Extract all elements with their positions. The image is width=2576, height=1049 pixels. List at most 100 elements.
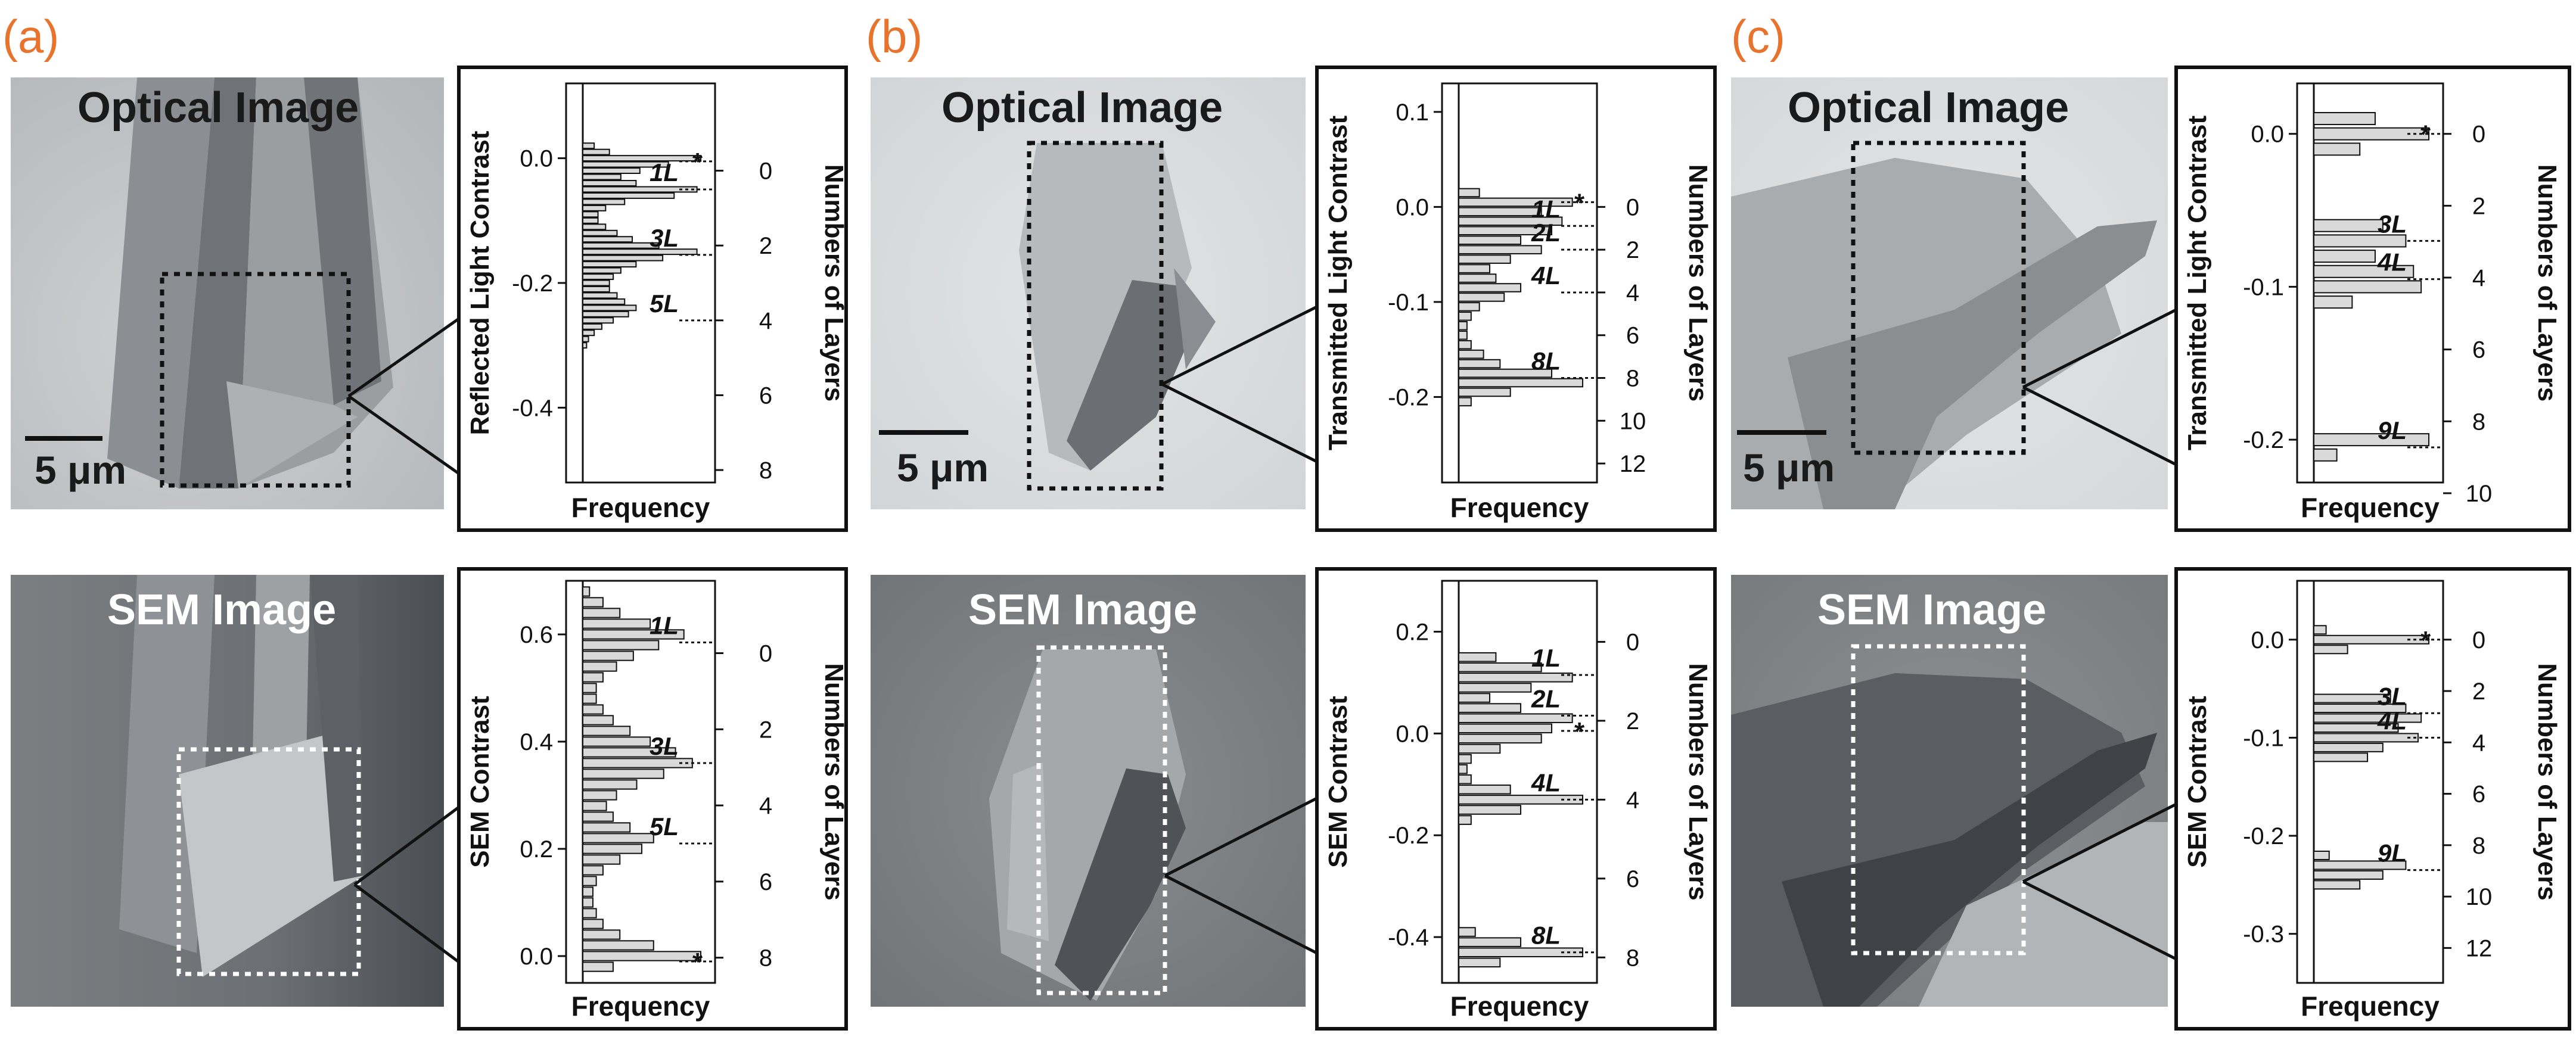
histogram-bar xyxy=(1458,359,1501,369)
histogram-bar xyxy=(582,254,664,262)
y-tick-label: -0.2 xyxy=(1388,823,1429,849)
histogram-bar xyxy=(582,790,617,801)
peak-label: 2L xyxy=(1531,684,1561,712)
histogram-bar xyxy=(582,865,604,876)
peak-label: 2L xyxy=(1531,219,1561,247)
histogram-bar xyxy=(582,822,631,833)
histogram-bar xyxy=(1458,764,1468,774)
y-axis-title: SEM Contrast xyxy=(1323,696,1353,868)
right-axis-title: Numbers of Layers xyxy=(819,663,849,901)
histogram-bar xyxy=(2313,723,2399,733)
histogram-bar xyxy=(1458,733,1542,744)
peak-label: 9L xyxy=(2378,839,2407,867)
x-axis-title: Frequency xyxy=(571,492,710,523)
y-axis-title: SEM Contrast xyxy=(2183,696,2212,868)
right-tick-label: 6 xyxy=(2472,337,2485,363)
histogram-bar xyxy=(1458,774,1472,785)
right-tick-label: 2 xyxy=(759,717,772,743)
y-tick-label: -0.1 xyxy=(2243,725,2284,751)
right-tick-label: 6 xyxy=(759,382,772,409)
histogram-bar xyxy=(582,951,701,961)
histogram-bar xyxy=(582,261,637,268)
right-axis-title: Numbers of Layers xyxy=(2533,663,2562,901)
plot-area xyxy=(2296,82,2444,484)
histogram-bar xyxy=(582,586,591,597)
histogram-bar xyxy=(1458,947,1583,957)
histogram-bar xyxy=(582,693,597,704)
histogram-bar xyxy=(2313,850,2330,860)
right-tick-label: 8 xyxy=(1626,945,1639,971)
histogram-bar xyxy=(2313,280,2422,294)
connector-line xyxy=(1164,874,1318,955)
y-tick-label: -0.3 xyxy=(2243,922,2284,948)
peak-label: 3L xyxy=(650,732,679,760)
histogram-bar xyxy=(582,768,664,779)
sem-caption-b: SEM Image xyxy=(968,586,1197,634)
y-tick-label: -0.4 xyxy=(1388,925,1429,951)
histogram-bar xyxy=(2313,127,2429,141)
histogram-bar xyxy=(1458,673,1573,683)
histogram-bar xyxy=(582,192,675,199)
peak-label: 1L xyxy=(1531,644,1561,672)
right-axis-title: Numbers of Layers xyxy=(1683,164,1713,402)
histogram-bar xyxy=(582,811,614,822)
histogram-bar xyxy=(2313,742,2384,752)
right-tick-label: 6 xyxy=(1626,866,1639,892)
peak-label: 1L xyxy=(650,158,679,186)
optical-image-b: 5 μm Optical Image xyxy=(871,77,1306,509)
right-tick-label: 0 xyxy=(1626,194,1639,220)
histogram-bar xyxy=(1458,387,1511,397)
histogram-bar xyxy=(582,801,607,811)
right-tick-label: 8 xyxy=(759,457,772,484)
histogram-bar xyxy=(582,186,698,193)
peak-label: 5L xyxy=(650,813,679,841)
histogram-bar xyxy=(582,236,633,243)
histogram-bar xyxy=(2313,625,2327,635)
optical-image-a: 5 μm Optical Image xyxy=(11,77,444,509)
histogram-bar xyxy=(582,273,614,280)
histogram-bar xyxy=(582,317,614,324)
histogram-bar xyxy=(582,661,617,672)
peak-marker: * xyxy=(1574,188,1585,217)
peak-label: 4L xyxy=(2377,248,2407,276)
panel-label-c: (c) xyxy=(1731,10,1785,63)
right-tick-label: 8 xyxy=(2472,409,2485,435)
sem-caption-a: SEM Image xyxy=(107,586,336,634)
histogram-bar xyxy=(2313,713,2422,723)
panel-label-b: (b) xyxy=(866,10,922,63)
optical-caption-a: Optical Image xyxy=(77,84,359,132)
histogram-bar xyxy=(582,173,622,180)
right-tick-label: 0 xyxy=(2472,627,2485,653)
histogram-bar xyxy=(1458,683,1532,693)
y-axis-title: Reflected Light Contrast xyxy=(465,130,495,435)
optical-image-c: 5 μm Optical Image xyxy=(1731,77,2168,509)
histogram-bar xyxy=(1458,378,1583,388)
histogram-bar xyxy=(582,736,651,747)
histogram-bar xyxy=(582,148,610,155)
histogram-bar xyxy=(2313,860,2407,870)
y-tick-label: 0.0 xyxy=(2251,627,2284,653)
peak-label: 8L xyxy=(1531,922,1561,950)
peak-marker: * xyxy=(1574,717,1585,746)
right-tick-label: 2 xyxy=(1626,708,1639,734)
histogram-bar xyxy=(1458,283,1521,292)
histogram-bar xyxy=(1458,302,1480,312)
histogram-bar xyxy=(1458,368,1552,378)
histogram-bar xyxy=(2313,448,2338,462)
histogram-bar xyxy=(1458,937,1521,947)
histogram-bar xyxy=(582,161,669,168)
histogram-bar xyxy=(582,229,618,236)
right-tick-label: 12 xyxy=(1620,451,1646,477)
histogram-bar xyxy=(1458,927,1476,937)
histogram-bar xyxy=(582,329,595,337)
right-tick-label: 4 xyxy=(2472,265,2485,291)
scale-bar-label-b: 5 μm xyxy=(897,446,989,490)
histogram-bar xyxy=(1458,723,1552,734)
connector-line xyxy=(2022,385,2177,466)
y-tick-label: 0.1 xyxy=(1396,99,1429,126)
histogram-bar xyxy=(2313,693,2391,704)
right-tick-label: 10 xyxy=(2466,884,2493,910)
